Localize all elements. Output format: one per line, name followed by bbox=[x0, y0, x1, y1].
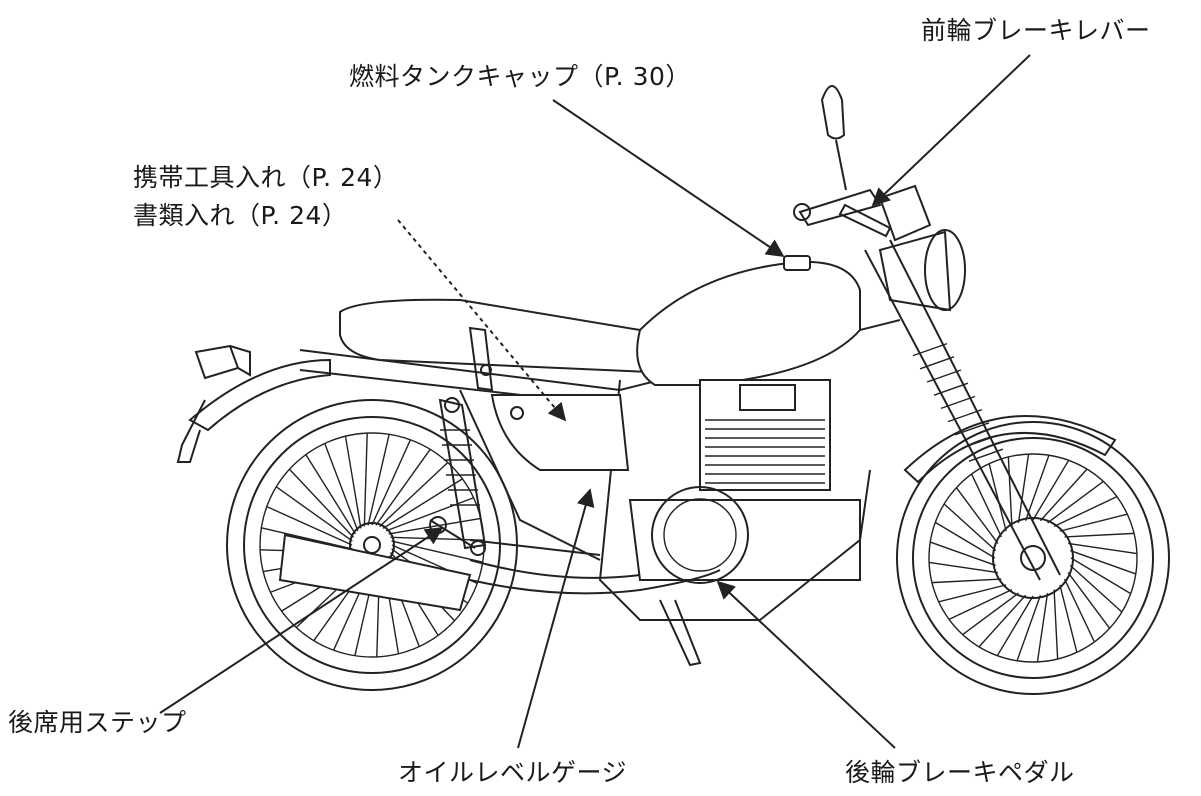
front-spoke bbox=[1067, 572, 1111, 629]
front-spoke bbox=[978, 594, 1027, 648]
fork-bellow-ring bbox=[926, 369, 962, 383]
speedometer bbox=[878, 184, 932, 242]
label-front-brake-lever: 前輪ブレーキレバー bbox=[921, 16, 1151, 45]
label-rear-footpeg: 後席用ステップ bbox=[8, 708, 187, 737]
rear-spoke bbox=[391, 540, 483, 563]
rear-spoke bbox=[266, 505, 353, 546]
front-spoke bbox=[931, 578, 1002, 584]
rear-spoke bbox=[371, 439, 412, 526]
front-spoke bbox=[1036, 593, 1049, 663]
fork-bellow-ring bbox=[968, 448, 1004, 462]
kickstand bbox=[659, 599, 702, 667]
front-spoke bbox=[1068, 542, 1138, 555]
front-spoke bbox=[1070, 557, 1132, 595]
label-document-storage: 書類入れ（P. 24） bbox=[133, 201, 348, 230]
front-spoke bbox=[929, 541, 996, 567]
rear-spoke bbox=[385, 497, 474, 532]
leader-front-brake-lever bbox=[871, 54, 1031, 207]
rear-spoke bbox=[344, 436, 362, 529]
front-spoke bbox=[1064, 532, 1135, 538]
front-spoke bbox=[1007, 456, 1013, 527]
label-oil-level-gauge: オイルレベルゲージ bbox=[398, 758, 628, 787]
rear-spoke bbox=[367, 434, 390, 526]
front-spoke bbox=[1032, 459, 1070, 521]
fork-bellow-ring bbox=[961, 435, 997, 449]
front-wheel bbox=[896, 421, 1170, 695]
fork-bellow-ring bbox=[940, 395, 976, 410]
front-spoke bbox=[1053, 495, 1118, 528]
front-spoke bbox=[1059, 584, 1078, 653]
front-spoke bbox=[1063, 578, 1096, 643]
front-spoke bbox=[1059, 513, 1128, 532]
rear-spoke bbox=[275, 486, 353, 542]
front-spoke bbox=[948, 588, 1013, 621]
front-spoke bbox=[988, 463, 1007, 532]
fork-bellow-ring bbox=[954, 422, 990, 436]
front-spoke bbox=[1024, 454, 1050, 521]
headlight bbox=[878, 229, 966, 312]
front-spoke bbox=[955, 487, 999, 544]
front-spoke bbox=[1017, 453, 1030, 523]
rear-spoke bbox=[363, 433, 368, 527]
engine bbox=[628, 379, 861, 584]
leader-rear-brake-pedal bbox=[716, 580, 896, 749]
front-spoke bbox=[962, 592, 1019, 636]
fork-bellow-ring bbox=[933, 382, 969, 396]
label-fuel-tank-cap: 燃料タンクキャップ（P. 30） bbox=[349, 62, 691, 91]
front-spoke bbox=[970, 473, 1003, 538]
rear-spoke bbox=[288, 468, 355, 538]
front-fork bbox=[864, 239, 1061, 581]
front-spoke bbox=[943, 503, 997, 552]
front-spoke bbox=[1069, 564, 1123, 613]
fuel-tank bbox=[636, 260, 861, 386]
front-spoke bbox=[1047, 480, 1104, 524]
fork-bellow-ring bbox=[947, 408, 983, 423]
rear-spoke bbox=[388, 517, 481, 535]
front-spoke bbox=[934, 521, 996, 559]
leader-rear-footpeg bbox=[159, 527, 444, 714]
rear-spoke bbox=[375, 448, 431, 526]
fuel-cap bbox=[783, 255, 811, 271]
front-spoke bbox=[1016, 595, 1042, 662]
side-cover bbox=[490, 394, 630, 471]
label-tool-storage: 携帯工具入れ（P. 24） bbox=[133, 163, 399, 192]
rear-spoke bbox=[379, 461, 449, 528]
fork-bellow-ring bbox=[912, 342, 948, 357]
rear-shock bbox=[438, 397, 487, 556]
rear-spoke bbox=[305, 454, 356, 535]
front-spoke bbox=[928, 561, 998, 574]
front-spoke bbox=[938, 584, 1007, 603]
rear-fender bbox=[188, 358, 331, 432]
rear-spoke bbox=[382, 478, 463, 529]
front-spoke bbox=[1039, 468, 1088, 522]
leader-oil-level-gauge bbox=[517, 488, 595, 749]
tail-light bbox=[176, 344, 251, 463]
fork-bellow-ring bbox=[919, 356, 955, 370]
label-rear-brake-pedal: 後輪ブレーキペダル bbox=[845, 758, 1075, 787]
front-spoke bbox=[996, 595, 1034, 657]
rear-spoke bbox=[324, 443, 359, 532]
front-spoke bbox=[1070, 549, 1137, 575]
leader-fuel-tank-cap bbox=[552, 99, 785, 258]
front-spoke bbox=[1053, 589, 1059, 660]
leader-tool-storage bbox=[397, 219, 567, 422]
